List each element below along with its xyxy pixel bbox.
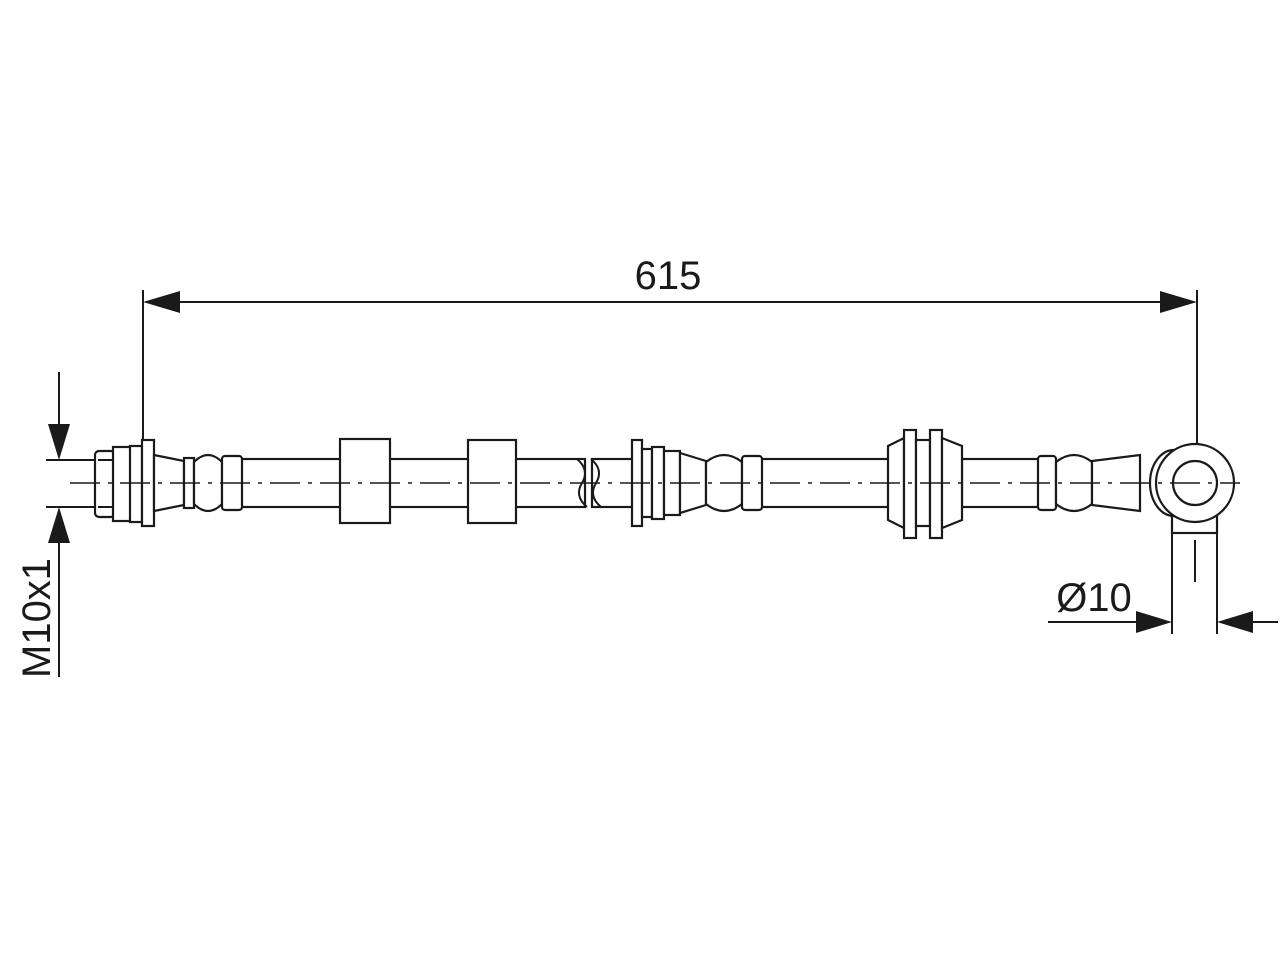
eye-diameter-dimension: Ø10: [1048, 528, 1278, 634]
right-grommet-plate-2: [928, 428, 944, 540]
eye-arrow-left: [1136, 611, 1172, 633]
eye-arrow-right: [1217, 611, 1253, 633]
length-value: 615: [635, 254, 702, 298]
right-grommet-plate-1: [902, 428, 918, 540]
thread-arrow-top: [48, 424, 70, 460]
right-crimp-taper: [1090, 453, 1142, 513]
grommet-1: [338, 437, 392, 525]
thread-arrow-bottom: [48, 507, 70, 543]
length-dimension: 615: [142, 254, 1198, 470]
hose-body: [93, 428, 1236, 582]
thread-nut-collar: [128, 444, 144, 524]
right-grommet-right-flange: [940, 436, 964, 530]
thread-dimension: M10x1: [15, 372, 100, 678]
length-arrow-right: [1160, 291, 1197, 313]
grommet-2: [466, 438, 518, 525]
length-arrow-left: [143, 291, 180, 313]
thread-value: M10x1: [15, 558, 59, 678]
eye-diameter-value: Ø10: [1056, 576, 1132, 620]
